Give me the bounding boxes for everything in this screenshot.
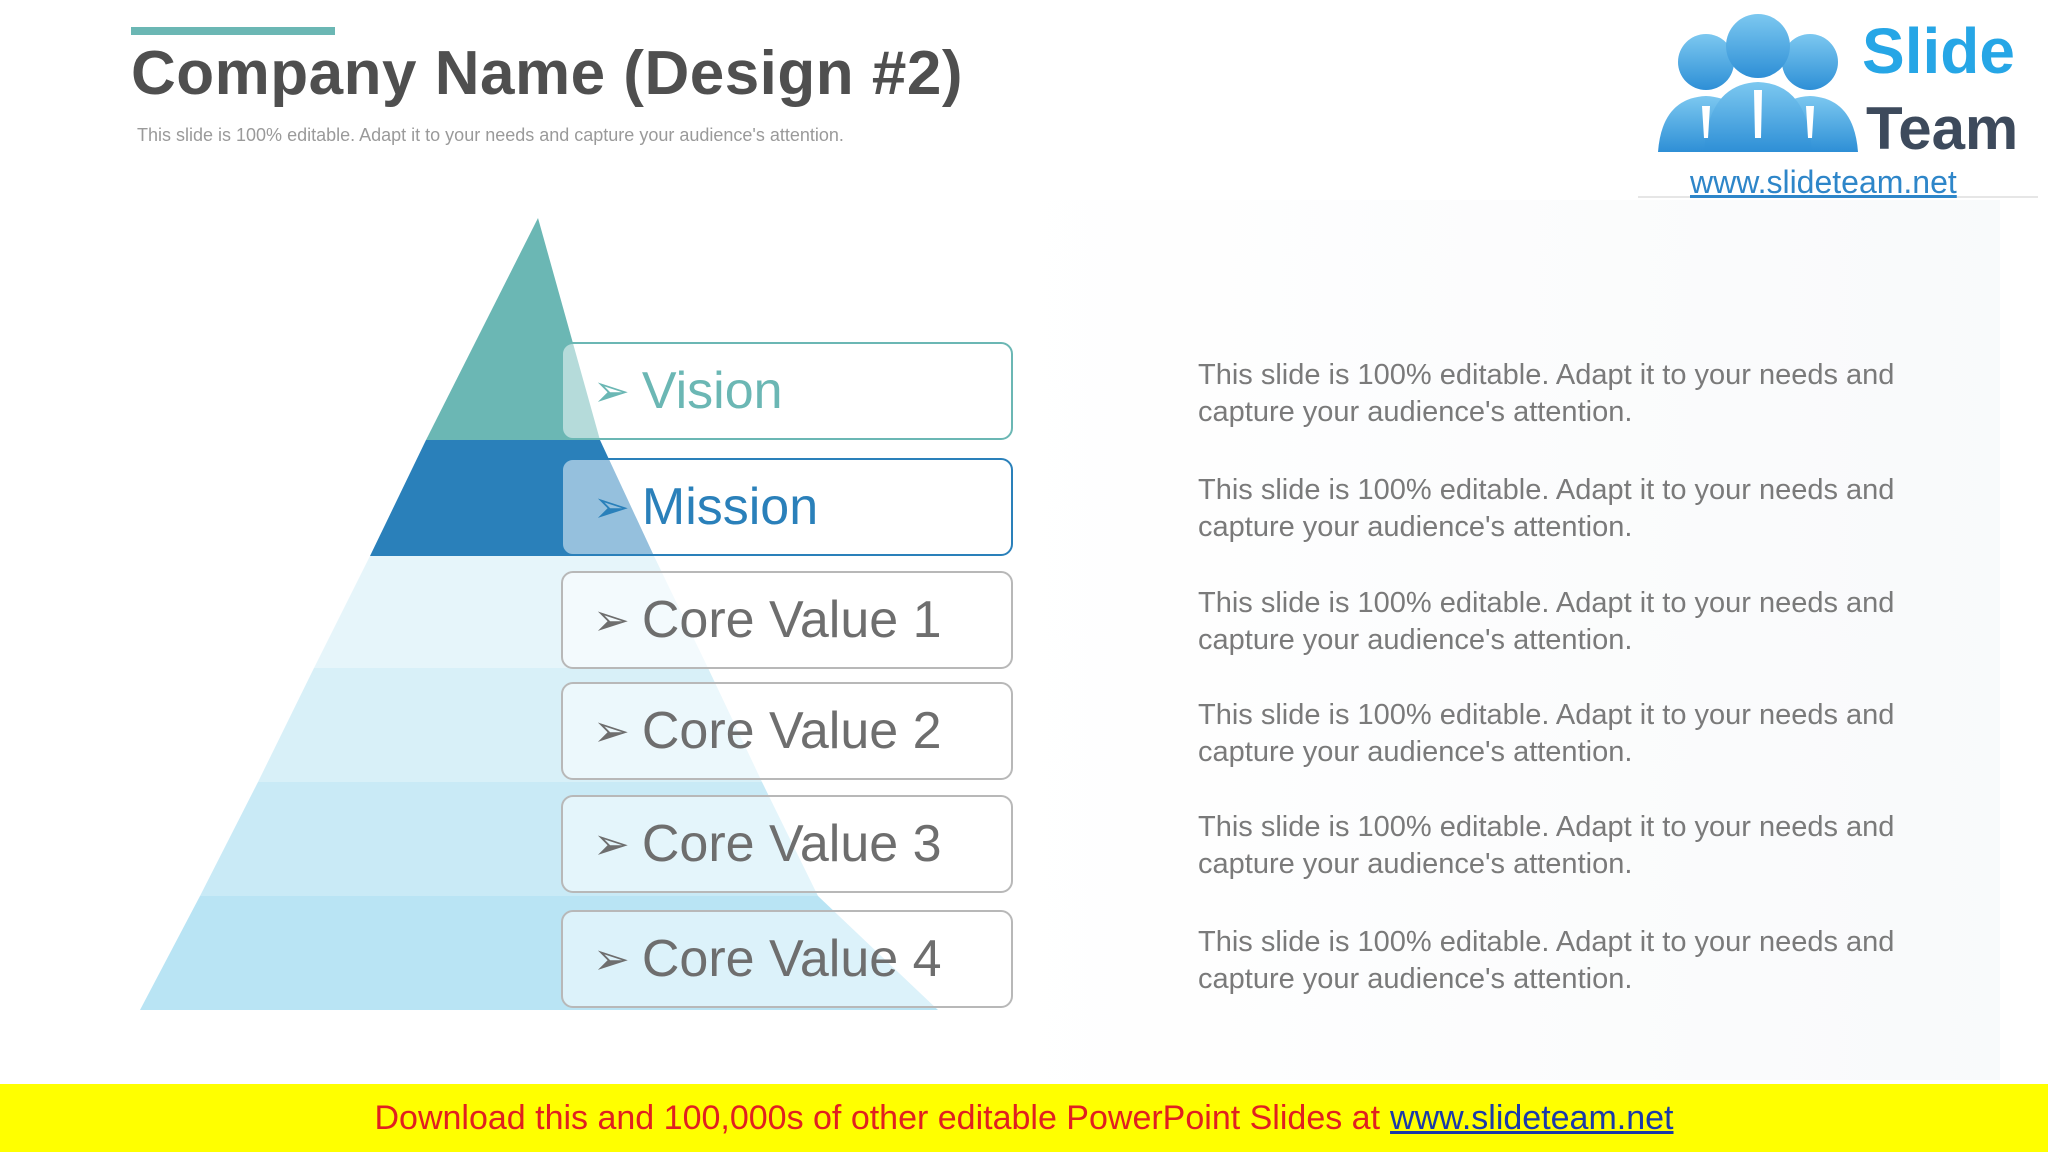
- arrow-icon: ➢: [593, 706, 630, 756]
- logo-word-team: Team: [1866, 95, 2019, 162]
- description-core-value-3: This slide is 100% editable. Adapt it to…: [1198, 811, 1895, 880]
- arrow-icon: ➢: [593, 934, 630, 984]
- logo-url-link[interactable]: www.slideteam.net: [1690, 164, 1957, 200]
- pyramid-level-vision: [426, 218, 600, 440]
- title-accent-bar: [131, 27, 335, 35]
- arrow-icon: ➢: [593, 595, 630, 645]
- level-box-vision[interactable]: ➢ Vision: [561, 342, 1013, 440]
- level-label-mission: Mission: [641, 478, 819, 536]
- description-mission: This slide is 100% editable. Adapt it to…: [1198, 474, 1895, 543]
- arrow-icon: ➢: [593, 482, 630, 532]
- level-label-vision: Vision: [641, 362, 783, 420]
- description-vision: This slide is 100% editable. Adapt it to…: [1198, 359, 1895, 428]
- logo-word-slide: Slide: [1862, 15, 2015, 87]
- level-box-core-value-4[interactable]: ➢ Core Value 4: [561, 910, 1013, 1008]
- level-label-core-value-4: Core Value 4: [641, 930, 942, 988]
- slide-title: Company Name (Design #2): [131, 39, 963, 108]
- slide-subtitle: This slide is 100% editable. Adapt it to…: [137, 125, 844, 145]
- level-label-core-value-3: Core Value 3: [641, 815, 942, 873]
- slideteam-logo[interactable]: Slide Team www.slideteam.net: [1638, 0, 2038, 200]
- banner-link[interactable]: www.slideteam.net: [1390, 1098, 1674, 1137]
- level-box-core-value-3[interactable]: ➢ Core Value 3: [561, 795, 1013, 893]
- people-icon: [1658, 14, 1858, 152]
- level-label-core-value-1: Core Value 1: [641, 591, 942, 649]
- level-box-core-value-2[interactable]: ➢ Core Value 2: [561, 682, 1013, 780]
- description-core-value-1: This slide is 100% editable. Adapt it to…: [1198, 587, 1895, 656]
- description-core-value-2: This slide is 100% editable. Adapt it to…: [1198, 699, 1895, 768]
- arrow-icon: ➢: [593, 819, 630, 869]
- level-box-core-value-1[interactable]: ➢ Core Value 1: [561, 571, 1013, 669]
- download-banner: Download this and 100,000s of other edit…: [0, 1084, 2048, 1152]
- background-fade: [1000, 200, 2000, 1080]
- arrow-icon: ➢: [593, 366, 630, 416]
- description-core-value-4: This slide is 100% editable. Adapt it to…: [1198, 926, 1895, 995]
- level-box-mission[interactable]: ➢ Mission: [561, 458, 1013, 556]
- banner-text: Download this and 100,000s of other edit…: [374, 1098, 1381, 1137]
- level-label-core-value-2: Core Value 2: [641, 702, 942, 760]
